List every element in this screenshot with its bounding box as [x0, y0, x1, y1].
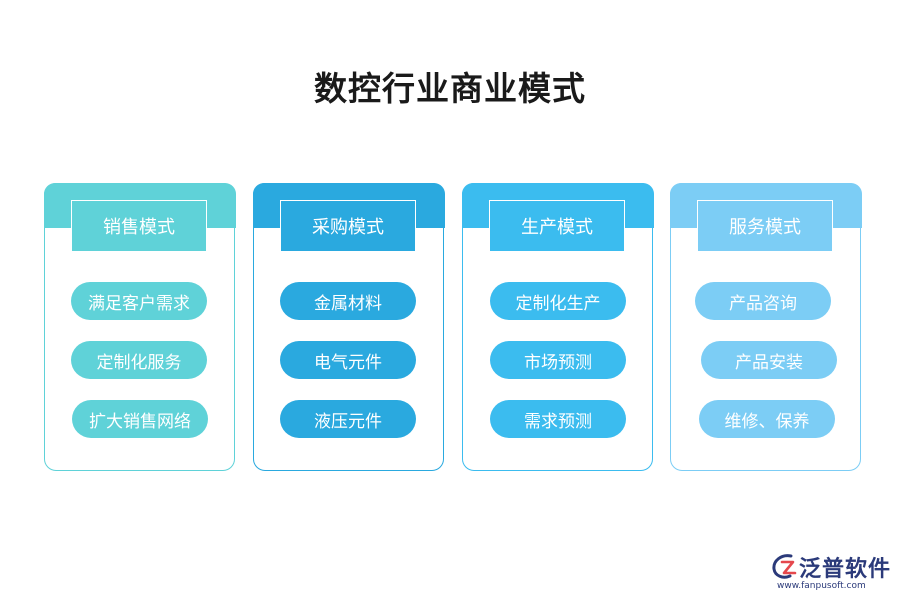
card-production-model: 生产模式 定制化生产 市场预测 需求预测: [461, 182, 654, 471]
card-purchasing-model: 采购模式 金属材料 电气元件 液压元件: [252, 182, 445, 471]
item-pill: 扩大销售网络: [72, 400, 208, 438]
item-pill: 金属材料: [280, 282, 416, 320]
item-pill: 定制化服务: [71, 341, 207, 379]
item-pill: 市场预测: [490, 341, 626, 379]
item-pill: 满足客户需求: [71, 282, 207, 320]
item-pill: 产品咨询: [695, 282, 831, 320]
card-header: 销售模式: [71, 200, 207, 252]
card-sales-model: 销售模式 满足客户需求 定制化服务 扩大销售网络: [43, 182, 236, 471]
item-pill: 电气元件: [280, 341, 416, 379]
item-pill: 定制化生产: [490, 282, 626, 320]
brand-logo: 泛普软件 www.fanpusoft.com: [769, 551, 894, 595]
fanpu-logo-icon: [772, 554, 797, 579]
item-pill: 维修、保养: [699, 400, 835, 438]
page-title: 数控行业商业模式: [314, 69, 586, 108]
logo-url: www.fanpusoft.com: [777, 581, 866, 591]
item-pill: 产品安装: [701, 341, 837, 379]
item-pill: 液压元件: [280, 400, 416, 438]
item-pill: 需求预测: [490, 400, 626, 438]
card-service-model: 服务模式 产品咨询 产品安装 维修、保养: [669, 182, 862, 471]
card-header: 生产模式: [489, 200, 625, 252]
card-header: 采购模式: [280, 200, 416, 252]
logo-name: 泛普软件: [799, 557, 892, 582]
card-header: 服务模式: [697, 200, 833, 252]
